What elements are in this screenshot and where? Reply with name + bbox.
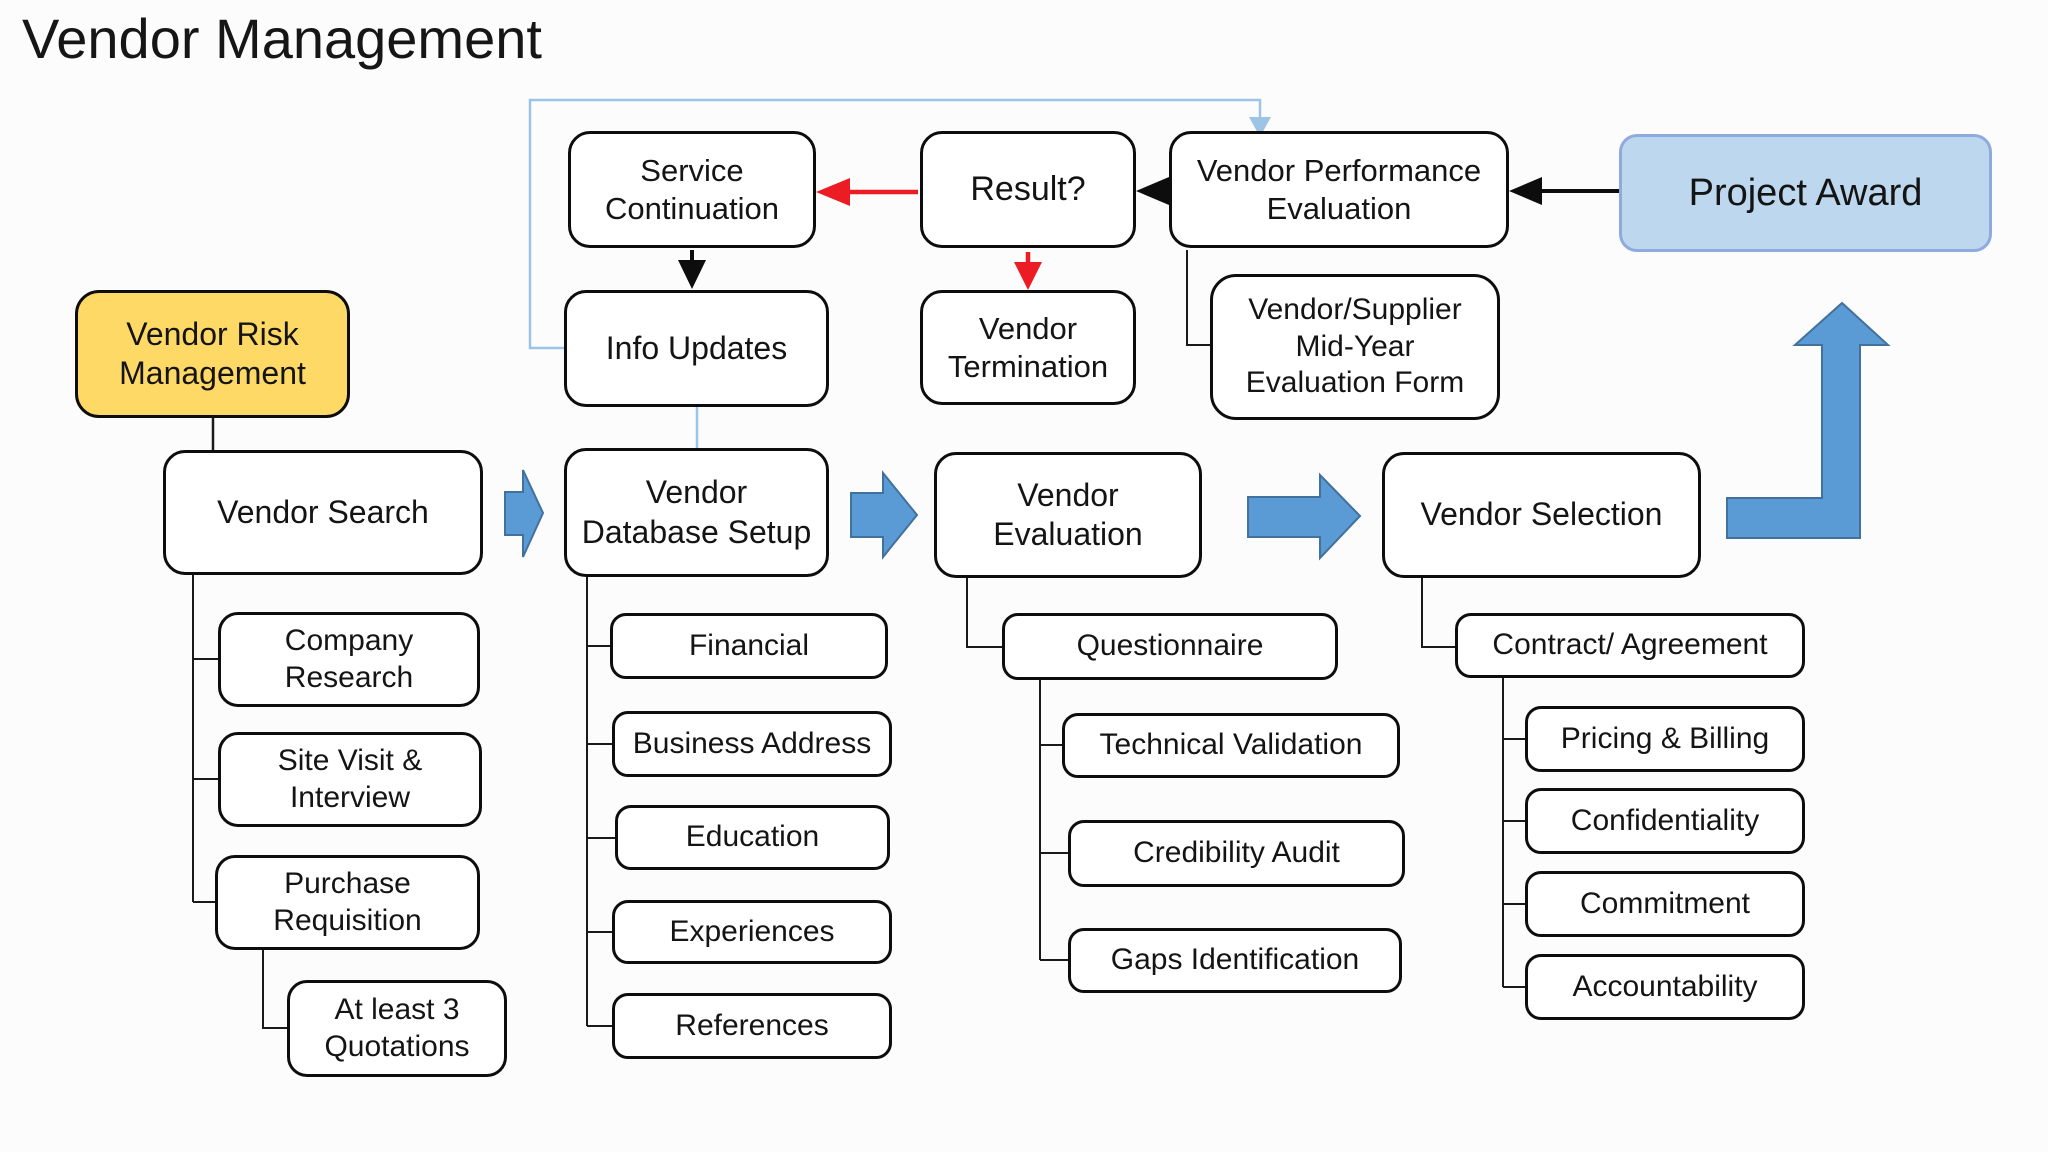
node-business-address: Business Address bbox=[612, 711, 892, 777]
node-contract-agreement: Contract/ Agreement bbox=[1455, 613, 1805, 678]
tree-evaluation-to-questionnaire bbox=[966, 576, 1002, 648]
tree-contract-children bbox=[1502, 677, 1525, 988]
arrow-result-to-vendor-termination-head bbox=[1014, 262, 1042, 290]
edge-performance-eval-to-midyear-form bbox=[1186, 250, 1210, 346]
node-commitment: Commitment bbox=[1525, 871, 1805, 937]
block-arrow-database-to-evaluation bbox=[850, 470, 919, 560]
node-company-research: Company Research bbox=[218, 612, 480, 707]
node-purchase-requisition: Purchase Requisition bbox=[215, 855, 480, 950]
bent-block-arrow-selection-to-project-award bbox=[1726, 301, 1891, 539]
tree-purchase-requisition-to-quotations bbox=[262, 949, 287, 1029]
node-experiences: Experiences bbox=[612, 900, 892, 964]
page-title: Vendor Management bbox=[22, 7, 542, 70]
node-confidentiality: Confidentiality bbox=[1525, 788, 1805, 854]
edge-feedback-loop bbox=[528, 98, 1262, 350]
arrow-service-continuation-to-info-updates-head bbox=[678, 260, 706, 289]
arrow-result-to-service-continuation-head bbox=[816, 178, 850, 206]
arrow-project-award-to-performance-eval-head bbox=[1509, 177, 1542, 205]
node-references: References bbox=[612, 993, 892, 1059]
tree-database-setup-children bbox=[586, 575, 615, 1027]
node-technical-validation: Technical Validation bbox=[1062, 713, 1400, 778]
node-vendor-search: Vendor Search bbox=[163, 450, 483, 575]
node-vendor-performance-evaluation: Vendor Performance Evaluation bbox=[1169, 131, 1509, 248]
tree-questionnaire-children bbox=[1039, 679, 1068, 961]
node-site-visit-interview: Site Visit & Interview bbox=[218, 732, 482, 827]
node-financial: Financial bbox=[610, 613, 888, 679]
node-vendor-supplier-midyear-form: Vendor/Supplier Mid-Year Evaluation Form bbox=[1210, 274, 1500, 420]
node-info-updates: Info Updates bbox=[564, 290, 829, 407]
node-credibility-audit: Credibility Audit bbox=[1068, 820, 1405, 887]
block-arrow-search-to-database bbox=[504, 469, 545, 558]
node-education: Education bbox=[615, 805, 890, 870]
node-gaps-identification: Gaps Identification bbox=[1068, 928, 1402, 993]
arrow-performance-eval-to-result-head bbox=[1136, 177, 1169, 205]
block-arrow-evaluation-to-selection bbox=[1247, 472, 1362, 561]
node-pricing-billing: Pricing & Billing bbox=[1525, 706, 1805, 772]
edge-feedback-loop-arrowhead bbox=[1249, 117, 1271, 137]
node-questionnaire: Questionnaire bbox=[1002, 613, 1338, 680]
tree-selection-to-contract bbox=[1421, 576, 1455, 648]
node-vendor-selection: Vendor Selection bbox=[1382, 452, 1701, 578]
node-result: Result? bbox=[920, 131, 1136, 248]
node-vendor-database-setup: Vendor Database Setup bbox=[564, 448, 829, 577]
node-vendor-evaluation: Vendor Evaluation bbox=[934, 452, 1202, 578]
node-project-award: Project Award bbox=[1619, 134, 1992, 252]
node-vendor-termination: Vendor Termination bbox=[920, 290, 1136, 405]
node-at-least-3-quotations: At least 3 Quotations bbox=[287, 980, 507, 1077]
node-accountability: Accountability bbox=[1525, 954, 1805, 1020]
node-service-continuation: Service Continuation bbox=[568, 131, 816, 248]
tree-vendor-search-children bbox=[192, 573, 218, 903]
node-vendor-risk-management: Vendor Risk Management bbox=[75, 290, 350, 418]
